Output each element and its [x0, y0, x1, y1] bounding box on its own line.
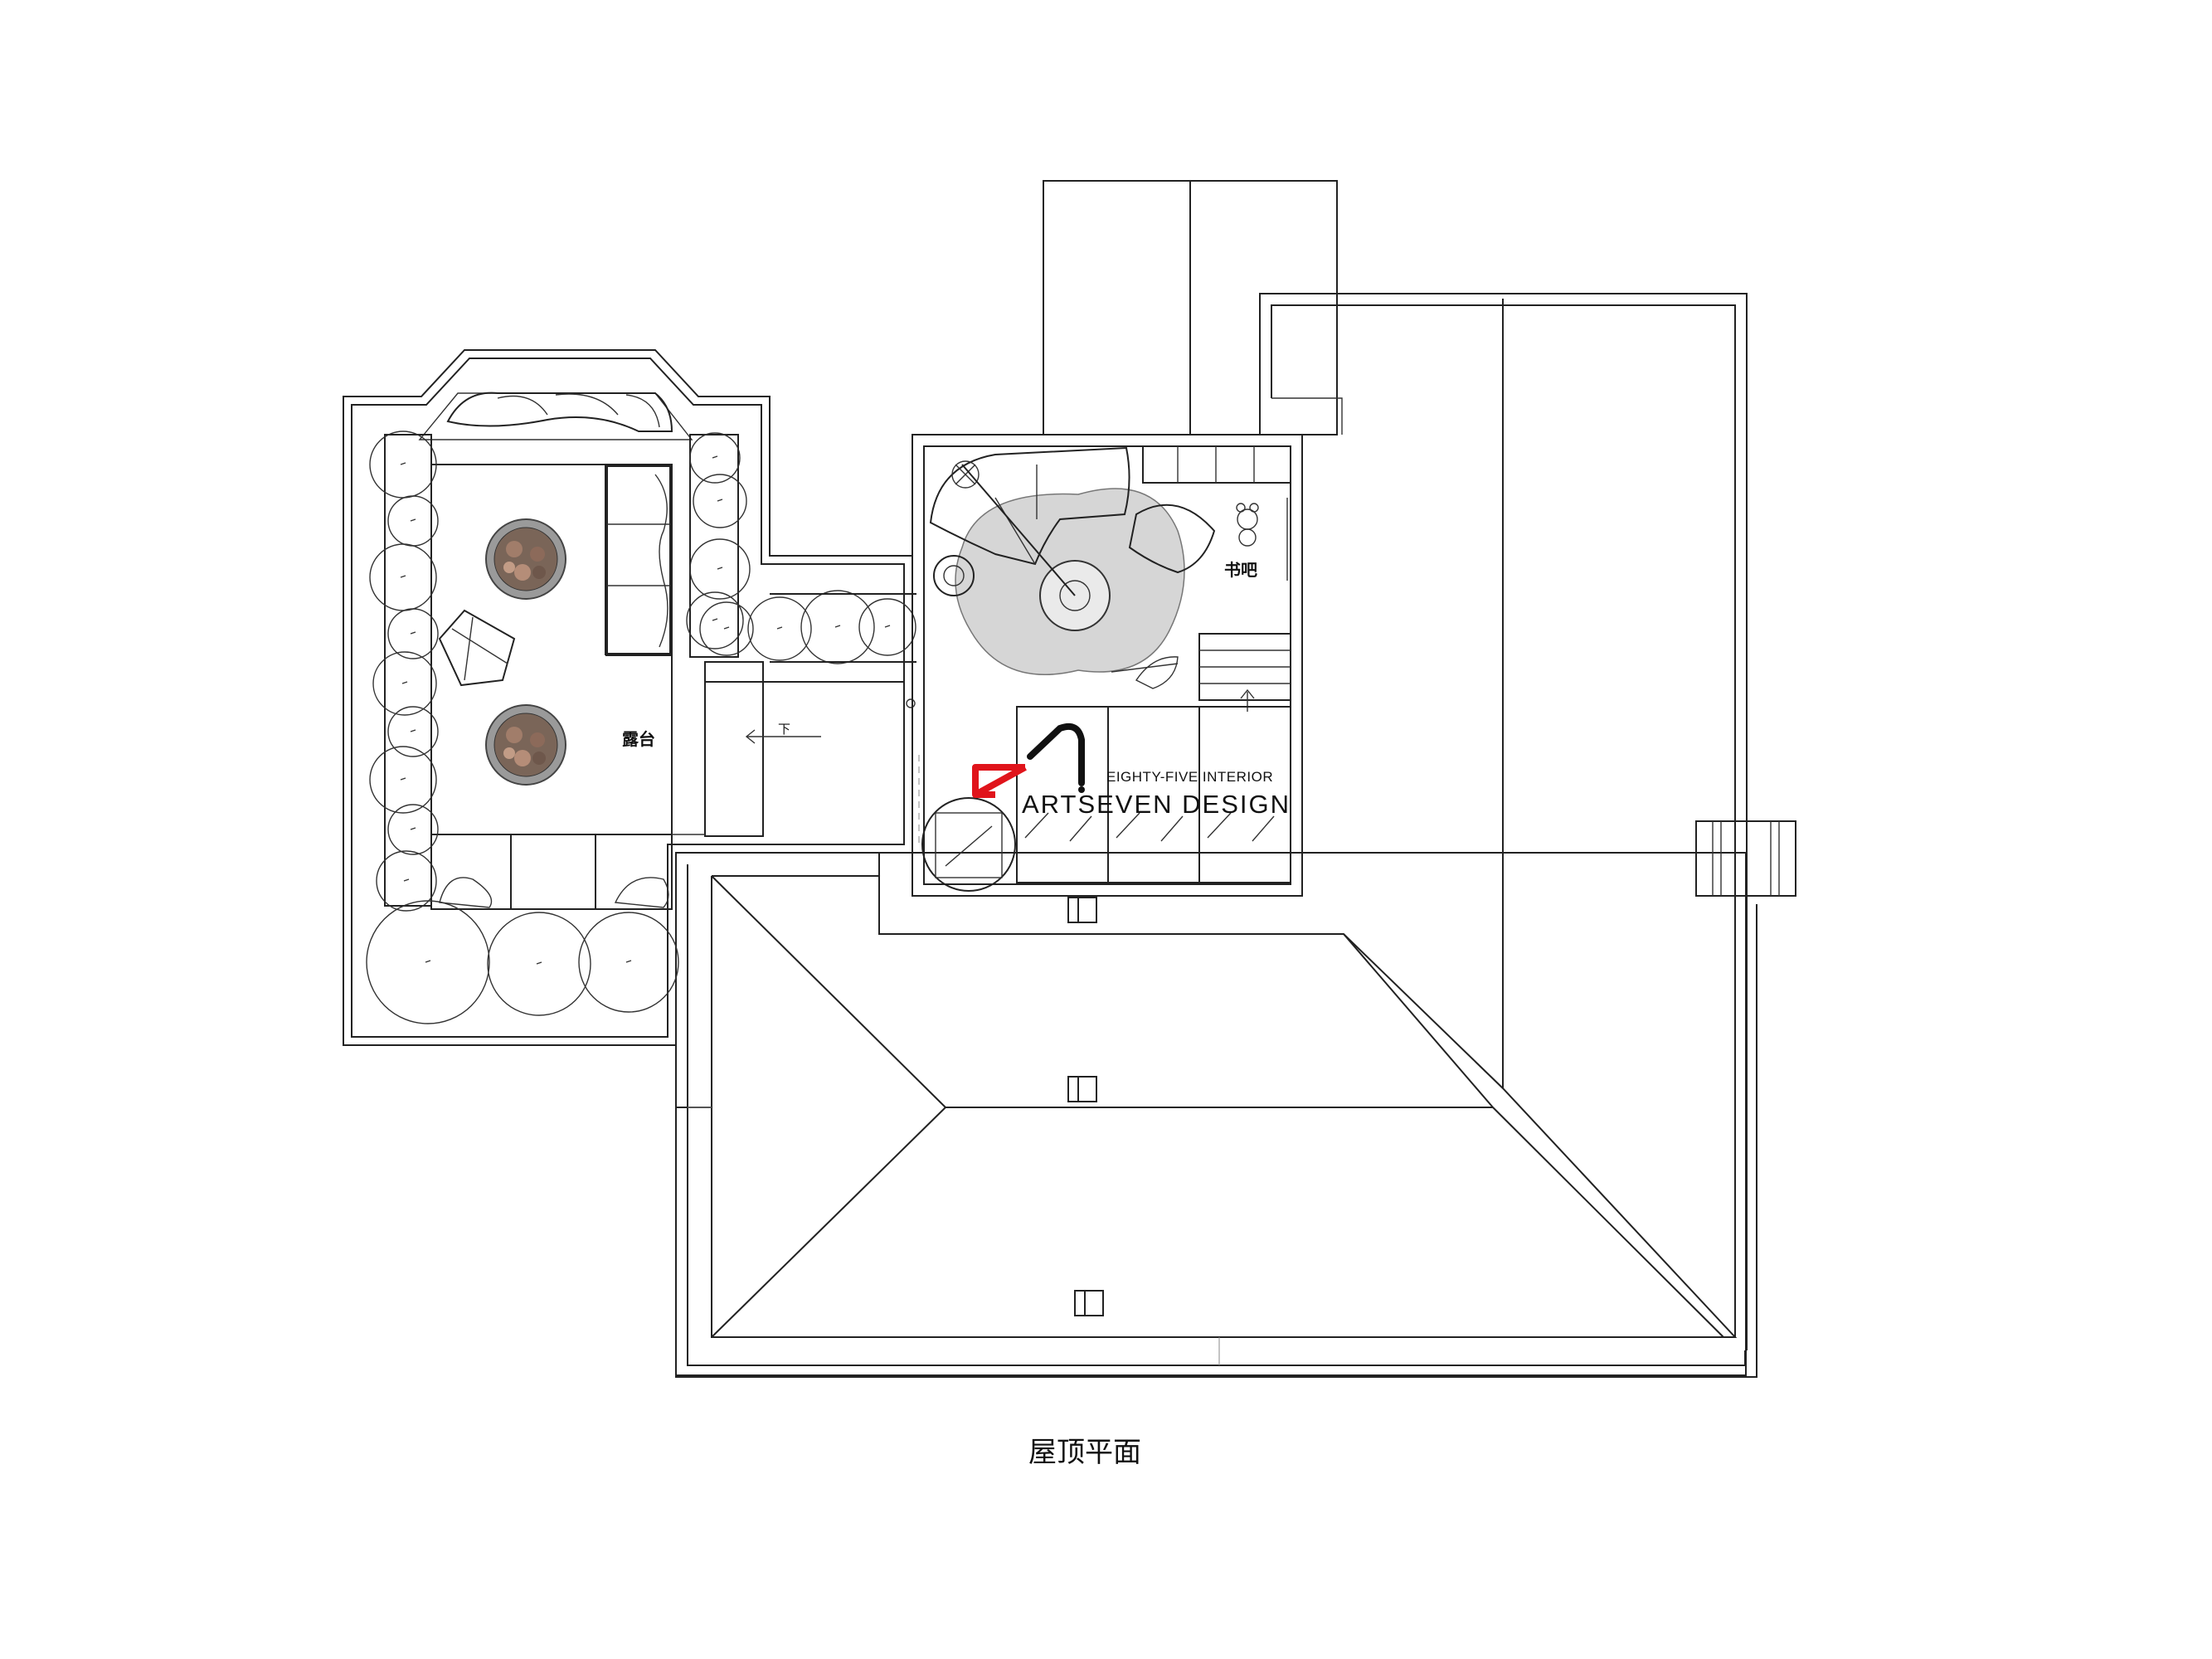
- shrub-circle: [686, 591, 744, 649]
- shrub-mark: [410, 827, 416, 830]
- wood-deck: [430, 464, 673, 835]
- stair-down-label: 下: [778, 722, 790, 737]
- teddy-bear-icon: [1236, 503, 1259, 547]
- artseven-logo: EIGHTY-FIVE INTERIOR ARTSEVEN DESIGN: [972, 722, 1291, 819]
- shrub-mark: [400, 575, 406, 578]
- drawing-caption: 屋顶平面: [1028, 1436, 1141, 1469]
- shrub-mark: [410, 631, 416, 635]
- shrub-mark: [625, 960, 632, 963]
- shrub-mark: [717, 567, 723, 570]
- logo-dot: [1078, 786, 1085, 793]
- shrub-mark: [401, 681, 408, 684]
- logo-subtitle: EIGHTY-FIVE INTERIOR: [1106, 769, 1273, 785]
- shrub-circle: [487, 912, 591, 1016]
- shrub-mark: [834, 625, 841, 628]
- book-bar-side-table: [933, 555, 975, 596]
- book-bar-label: 书吧: [1224, 560, 1257, 580]
- terrace-label: 露台: [622, 729, 655, 749]
- shrub-mark: [400, 462, 406, 465]
- shrub-circle: [387, 706, 439, 757]
- terrace-left-planter-strip: [384, 434, 432, 907]
- shrub-mark: [536, 961, 542, 965]
- terrace-right-planter-strip: [689, 434, 739, 658]
- shrub-mark: [776, 626, 783, 630]
- terrace-bottom-bench: [430, 834, 673, 910]
- shrub-mark: [400, 777, 406, 781]
- roof-vent: [1074, 1290, 1104, 1316]
- logo-mark-black: [1027, 722, 1085, 786]
- terrace-side-sofa: [606, 465, 671, 654]
- shrub-circle: [693, 474, 747, 528]
- shrub-circle: [369, 543, 437, 611]
- plant-icon: [1111, 656, 1179, 689]
- roof-chimney-block: [1043, 180, 1338, 435]
- roof-vent: [1067, 1076, 1097, 1102]
- glass-skylight-panels: [1016, 706, 1291, 883]
- terrace-lounge-sofa: [446, 392, 673, 432]
- corridor-link: [770, 593, 920, 846]
- shrub-circle: [578, 912, 679, 1013]
- shrub-circle: [376, 850, 437, 912]
- shrub-circle: [369, 746, 437, 814]
- terrace-outline: [343, 349, 913, 1046]
- shrub-circle: [372, 651, 437, 716]
- shrub-mark: [712, 618, 718, 621]
- shrub-circle: [387, 608, 439, 659]
- shrub-circle: [699, 601, 754, 656]
- shrub-circle: [366, 900, 490, 1024]
- shrub-mark: [723, 626, 730, 630]
- shrub-mark: [410, 518, 416, 522]
- roof-vent: [1067, 897, 1097, 923]
- shrub-mark: [717, 499, 723, 502]
- shrub-circle: [387, 804, 439, 855]
- terrace-stair-strip: [672, 661, 904, 837]
- book-bar-stair: [1198, 633, 1291, 712]
- shrub-mark: [712, 455, 718, 459]
- shrub-circle: [689, 538, 751, 600]
- shrub-mark: [403, 878, 410, 882]
- shrub-circle: [800, 590, 875, 664]
- shrub-mark: [884, 625, 891, 628]
- book-bar-round-seat: [921, 797, 1016, 892]
- roof-right-block: [1259, 293, 1748, 1350]
- shrub-group: [366, 431, 916, 1024]
- stair-down-arrow: [745, 729, 821, 744]
- shrub-circle: [747, 596, 812, 661]
- logo-mark-red-diag: [974, 764, 1027, 798]
- stone-planter: [485, 518, 566, 600]
- book-shelf: [1142, 445, 1291, 484]
- shrub-mark: [410, 729, 416, 732]
- shrub-circle: [858, 598, 916, 656]
- book-bar-armchair: [1128, 504, 1216, 574]
- drain-downpipe: [1695, 820, 1796, 897]
- shrub-circle: [369, 431, 437, 499]
- logo-name: ARTSEVEN DESIGN: [1022, 790, 1291, 819]
- stone-planter: [485, 704, 566, 786]
- floor-lamp-icon: [951, 460, 1076, 596]
- main-hip-roof: [675, 852, 1757, 1378]
- logo-mark-red: [972, 764, 1025, 798]
- shrub-circle: [689, 432, 741, 484]
- terrace-lounge-chair: [438, 609, 516, 687]
- shrub-mark: [425, 960, 431, 963]
